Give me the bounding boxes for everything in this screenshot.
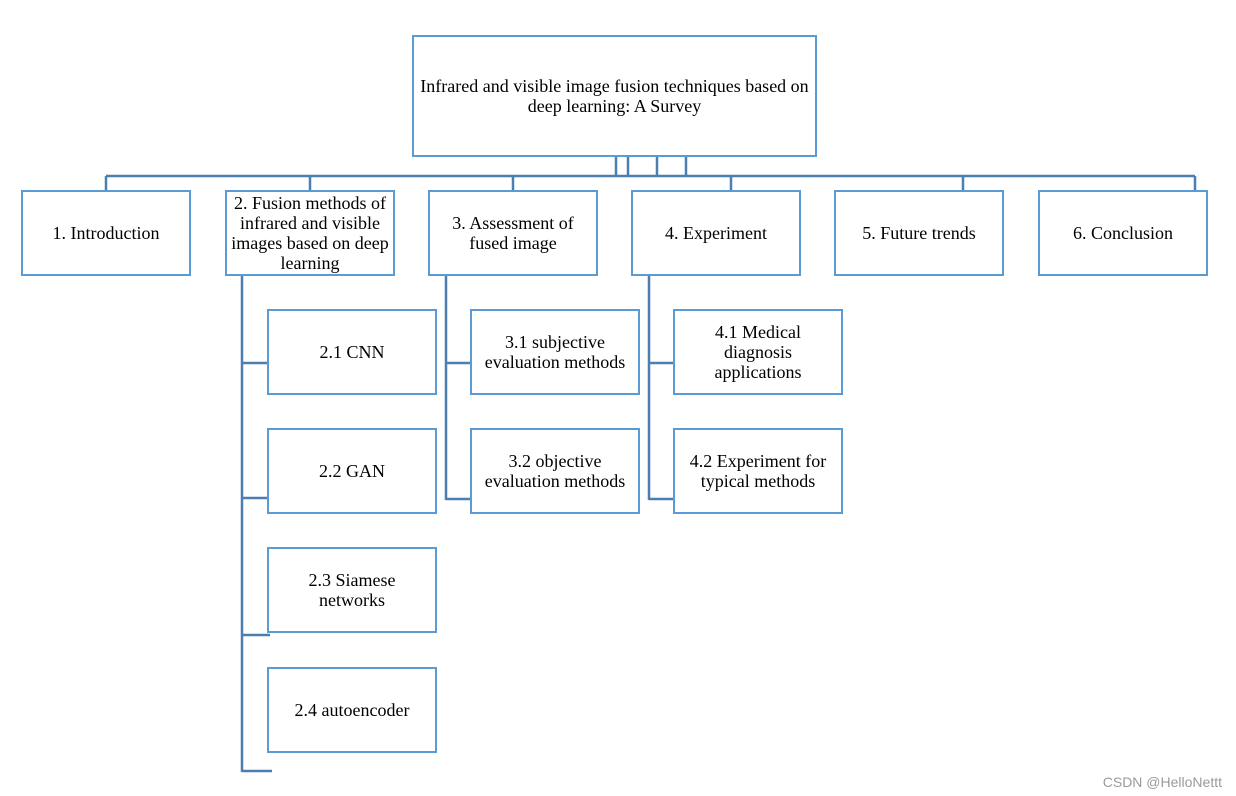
subsection-medical-diagnosis: 4.1 Medical diagnosis applications <box>673 309 843 395</box>
watermark-text: CSDN @HelloNettt <box>1102 774 1222 790</box>
subsection-label: 3.1 subjective evaluation methods <box>484 332 626 372</box>
subsection-objective-evaluation: 3.2 objective evaluation methods <box>470 428 640 514</box>
section-label: 4. Experiment <box>665 223 767 243</box>
subsection-label: 2.4 autoencoder <box>294 700 410 720</box>
section-label: 2. Fusion methods of infrared and visibl… <box>231 193 389 273</box>
subsection-gan: 2.2 GAN <box>267 428 437 514</box>
section-label: 1. Introduction <box>52 223 160 243</box>
section-conclusion: 6. Conclusion <box>1038 190 1208 276</box>
subsection-typical-methods: 4.2 Experiment for typical methods <box>673 428 843 514</box>
section-experiment: 4. Experiment <box>631 190 801 276</box>
section-label: 6. Conclusion <box>1072 223 1173 243</box>
subsection-label: 3.2 objective evaluation methods <box>484 451 626 491</box>
section-fusion-methods: 2. Fusion methods of infrared and visibl… <box>225 190 395 276</box>
subsection-label: 4.1 Medical diagnosis applications <box>714 322 802 382</box>
subsection-label: 2.1 CNN <box>319 342 385 362</box>
section-introduction: 1. Introduction <box>21 190 191 276</box>
section-label: 5. Future trends <box>862 223 976 243</box>
subsection-subjective-evaluation: 3.1 subjective evaluation methods <box>470 309 640 395</box>
subsection-label: 2.2 GAN <box>319 461 385 481</box>
subsection-siamese-networks: 2.3 Siamese networks <box>267 547 437 633</box>
section-assessment: 3. Assessment of fused image <box>428 190 598 276</box>
root-node-label: Infrared and visible image fusion techni… <box>420 76 809 116</box>
subsection-label: 2.3 Siamese networks <box>308 570 396 610</box>
subsection-label: 4.2 Experiment for typical methods <box>689 451 827 491</box>
subsection-cnn: 2.1 CNN <box>267 309 437 395</box>
subsection-autoencoder: 2.4 autoencoder <box>267 667 437 753</box>
section-label: 3. Assessment of fused image <box>452 213 574 253</box>
root-node: Infrared and visible image fusion techni… <box>412 35 817 157</box>
section-future-trends: 5. Future trends <box>834 190 1004 276</box>
